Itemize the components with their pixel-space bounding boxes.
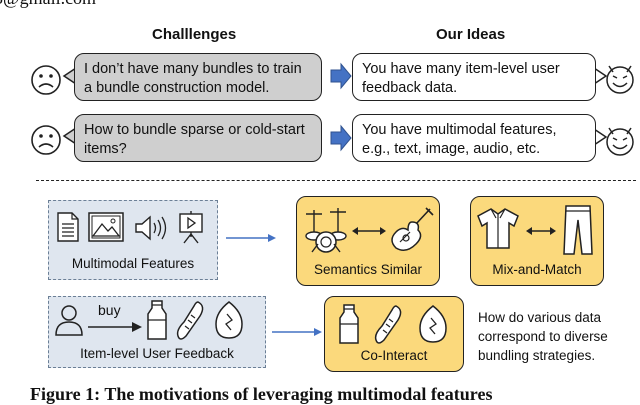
question-line-3: bundling strategies.	[478, 348, 596, 363]
bubble-tail	[62, 67, 77, 85]
idea-1-line2: feedback data.	[362, 80, 458, 96]
challenge-bubble-1: I don’t have many bundles to train a bun…	[74, 53, 322, 101]
buy-label: buy	[98, 302, 121, 318]
idea-bubble-1: You have many item-level user feedback d…	[352, 53, 596, 101]
question-line-2: correspond to diverse	[478, 329, 608, 344]
image-icon	[88, 212, 124, 242]
bubble-tail	[593, 128, 608, 146]
header-email-fragment: 3@gmail.com	[0, 0, 96, 9]
link-arrow	[226, 234, 276, 242]
strategy-question: How do various data correspond to divers…	[478, 308, 608, 365]
speaker-icon	[135, 215, 167, 241]
mix-and-match-label: Mix-and-Match	[492, 262, 582, 277]
multimodal-features-label: Multimodal Features	[71, 256, 195, 271]
devil-smile-icon	[606, 65, 634, 94]
semantics-similar-label: Semantics Similar	[313, 262, 423, 277]
challenge-2-line1: How to bundle sparse or cold-start	[84, 122, 305, 138]
milk-bottle-icon	[147, 300, 167, 340]
double-arrow	[526, 227, 556, 235]
video-presentation-icon	[179, 211, 203, 244]
buy-arrow	[88, 322, 142, 332]
question-line-1: How do various data	[478, 310, 602, 325]
double-arrow	[352, 227, 386, 235]
shirt-icon	[477, 208, 519, 249]
guitar-icon	[391, 207, 434, 251]
figure-caption: Figure 1: The motivations of leveraging …	[30, 384, 493, 404]
devil-smile-icon	[606, 127, 634, 156]
challenge-1-line1: I don’t have many bundles to train	[84, 61, 302, 77]
document-icon	[57, 212, 79, 242]
challenge-bubble-2: How to bundle sparse or cold-start items…	[74, 114, 322, 162]
challenge-1-line2: a bundle construction model.	[84, 80, 270, 96]
dashed-divider	[36, 180, 636, 181]
bread-icon	[176, 301, 204, 340]
right-arrow-icon	[330, 124, 352, 152]
sad-face-icon	[31, 125, 61, 155]
drum-kit-icon	[305, 208, 347, 253]
link-arrow	[272, 328, 322, 336]
user-icon	[55, 305, 83, 336]
co-interact-label: Co-Interact	[360, 348, 428, 363]
idea-2-line2: e.g., text, image, audio, etc.	[362, 141, 541, 157]
challenge-2-line2: items?	[84, 141, 127, 157]
sad-face-icon	[31, 65, 61, 95]
challenges-title: Challlenges	[152, 26, 237, 43]
milk-bottle-icon	[339, 304, 359, 344]
egg-icon	[419, 305, 447, 343]
pants-icon	[563, 205, 593, 255]
bubble-tail	[62, 127, 77, 145]
idea-bubble-2: You have multimodal features, e.g., text…	[352, 114, 596, 162]
ideas-title: Our Ideas	[436, 26, 506, 43]
right-arrow-icon	[330, 62, 352, 90]
egg-icon	[215, 301, 243, 339]
idea-1-line1: You have many item-level user	[362, 61, 560, 77]
bread-icon	[374, 305, 402, 344]
idea-2-line1: You have multimodal features,	[362, 122, 557, 138]
bubble-tail	[593, 67, 608, 85]
user-feedback-label: Item-level User Feedback	[80, 346, 234, 361]
